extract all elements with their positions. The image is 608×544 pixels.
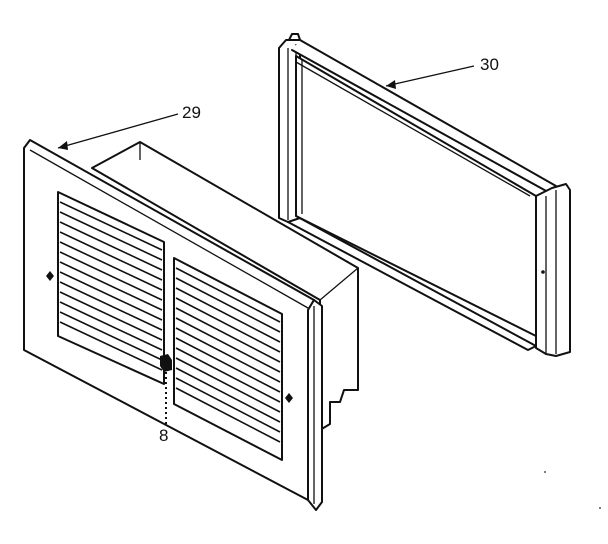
callout-30: 30	[480, 55, 499, 74]
callout-29: 29	[182, 103, 201, 122]
left-mount-hole	[46, 271, 54, 281]
callout-8: 8	[159, 426, 168, 445]
left-louvers	[59, 201, 163, 371]
leader-29	[57, 113, 179, 149]
leader-30	[385, 65, 475, 87]
leader-29-arrowhead	[58, 141, 68, 150]
right-louvers	[175, 267, 281, 443]
mounting-frame	[278, 33, 571, 357]
leader-30-arrowhead	[386, 80, 396, 89]
grille-assembly	[23, 139, 359, 511]
right-mount-hole	[285, 393, 293, 403]
center-screw	[160, 354, 172, 424]
